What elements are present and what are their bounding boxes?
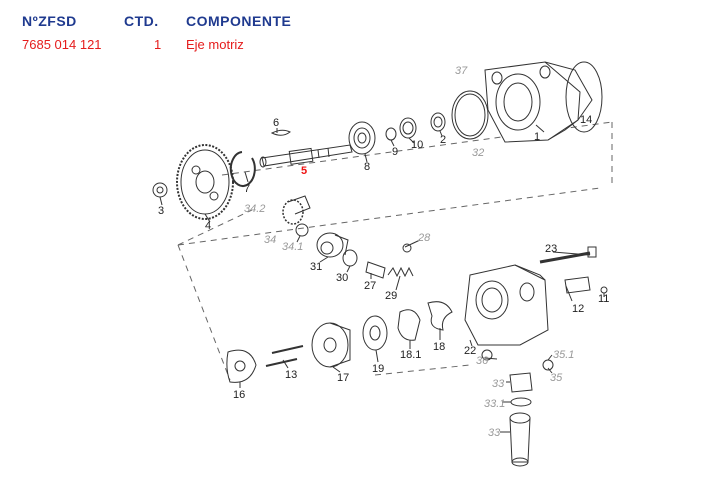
label-part-1: 1 <box>534 131 540 143</box>
part-5-drive-shaft <box>259 144 353 168</box>
label-part-32: 32 <box>472 147 484 159</box>
part-34-2-pinion <box>282 195 311 225</box>
part-9-ring <box>385 127 397 141</box>
part-31-plunger-body <box>316 232 349 258</box>
label-part-12: 12 <box>572 303 584 315</box>
part-32-o-ring <box>451 90 489 140</box>
boundary-line <box>177 209 253 246</box>
label-part-29: 29 <box>385 290 397 302</box>
boundary-line <box>177 244 231 381</box>
part-29-spring <box>387 266 414 278</box>
label-part-17: 17 <box>337 372 349 384</box>
part-33-fitting-lower <box>509 412 531 467</box>
part-28-ring <box>402 243 412 253</box>
part-1-housing <box>484 61 593 143</box>
part-19-disc <box>362 315 388 351</box>
label-part-18-1: 18.1 <box>400 349 421 361</box>
label-part-31: 31 <box>310 261 322 273</box>
label-part-35-1: 35.1 <box>553 349 574 361</box>
label-part-33-1: 33.1 <box>484 398 505 410</box>
part-16-end-plate <box>226 349 257 383</box>
label-part-13: 13 <box>285 369 297 381</box>
label-part-4: 4 <box>205 220 211 232</box>
part-17-rotor <box>311 322 351 368</box>
part-33-1-washer <box>510 397 532 407</box>
part-23-bolt-head <box>587 246 597 258</box>
row-component: Eje motriz <box>186 37 244 52</box>
part-7-snap-ring <box>229 151 256 187</box>
part-10-bearing <box>399 117 417 139</box>
label-part-30: 30 <box>336 272 348 284</box>
label-part-3: 3 <box>158 205 164 217</box>
part-2-ring <box>430 112 446 132</box>
label-part-34-2: 34.2 <box>244 203 265 215</box>
label-part-35: 35 <box>550 372 563 384</box>
label-part-8: 8 <box>364 161 370 173</box>
part-18-1-plate <box>397 309 421 341</box>
label-part-36: 36 <box>476 355 489 367</box>
header-quantity: CTD. <box>124 13 159 29</box>
label-part-2: 2 <box>440 134 446 146</box>
label-part-5-highlighted: 5 <box>301 165 307 177</box>
label-part-19: 19 <box>372 363 384 375</box>
label-part-34: 34 <box>264 234 276 246</box>
label-part-7: 7 <box>244 183 250 195</box>
part-6-key <box>270 129 291 136</box>
label-part-34-1: 34.1 <box>282 241 303 253</box>
label-part-14: 14 <box>580 114 592 126</box>
boundary-line <box>177 187 601 246</box>
label-part-33: 33 <box>492 378 505 390</box>
part-14-o-ring <box>565 61 603 133</box>
label-part-37: 37 <box>455 65 468 77</box>
part-13-pin <box>271 345 304 354</box>
label-part-10: 10 <box>411 139 423 151</box>
label-part-27: 27 <box>364 280 376 292</box>
label-part-16: 16 <box>233 389 245 401</box>
part-18-cam-plate <box>427 301 453 331</box>
part-3-nut <box>152 182 168 198</box>
part-33-fitting-upper <box>509 372 533 393</box>
part-12-plate <box>564 276 591 294</box>
part-30-ring <box>342 249 358 267</box>
part-8-bearing <box>348 121 376 155</box>
row-part-number: 7685 014 121 <box>22 37 102 52</box>
header-part-number: NºZFSD <box>22 13 77 29</box>
part-27-valve <box>365 261 386 279</box>
label-part-28: 28 <box>417 232 431 244</box>
boundary-line <box>374 364 471 376</box>
label-part-18: 18 <box>433 341 445 353</box>
part-36-plug <box>481 349 493 361</box>
label-part-11: 11 <box>598 293 609 305</box>
row-quantity: 1 <box>154 37 162 52</box>
label-part-9: 9 <box>392 146 398 158</box>
header-component: COMPONENTE <box>186 13 292 29</box>
part-13-pin <box>265 358 298 367</box>
part-34-1-ring <box>295 223 309 237</box>
label-part-6: 6 <box>273 117 279 129</box>
part-4-gear <box>176 144 234 220</box>
label-part-33-lower: 33 <box>488 427 501 439</box>
label-part-22: 22 <box>464 345 476 357</box>
label-part-23: 23 <box>545 243 557 255</box>
part-22-pump-body <box>464 264 549 346</box>
